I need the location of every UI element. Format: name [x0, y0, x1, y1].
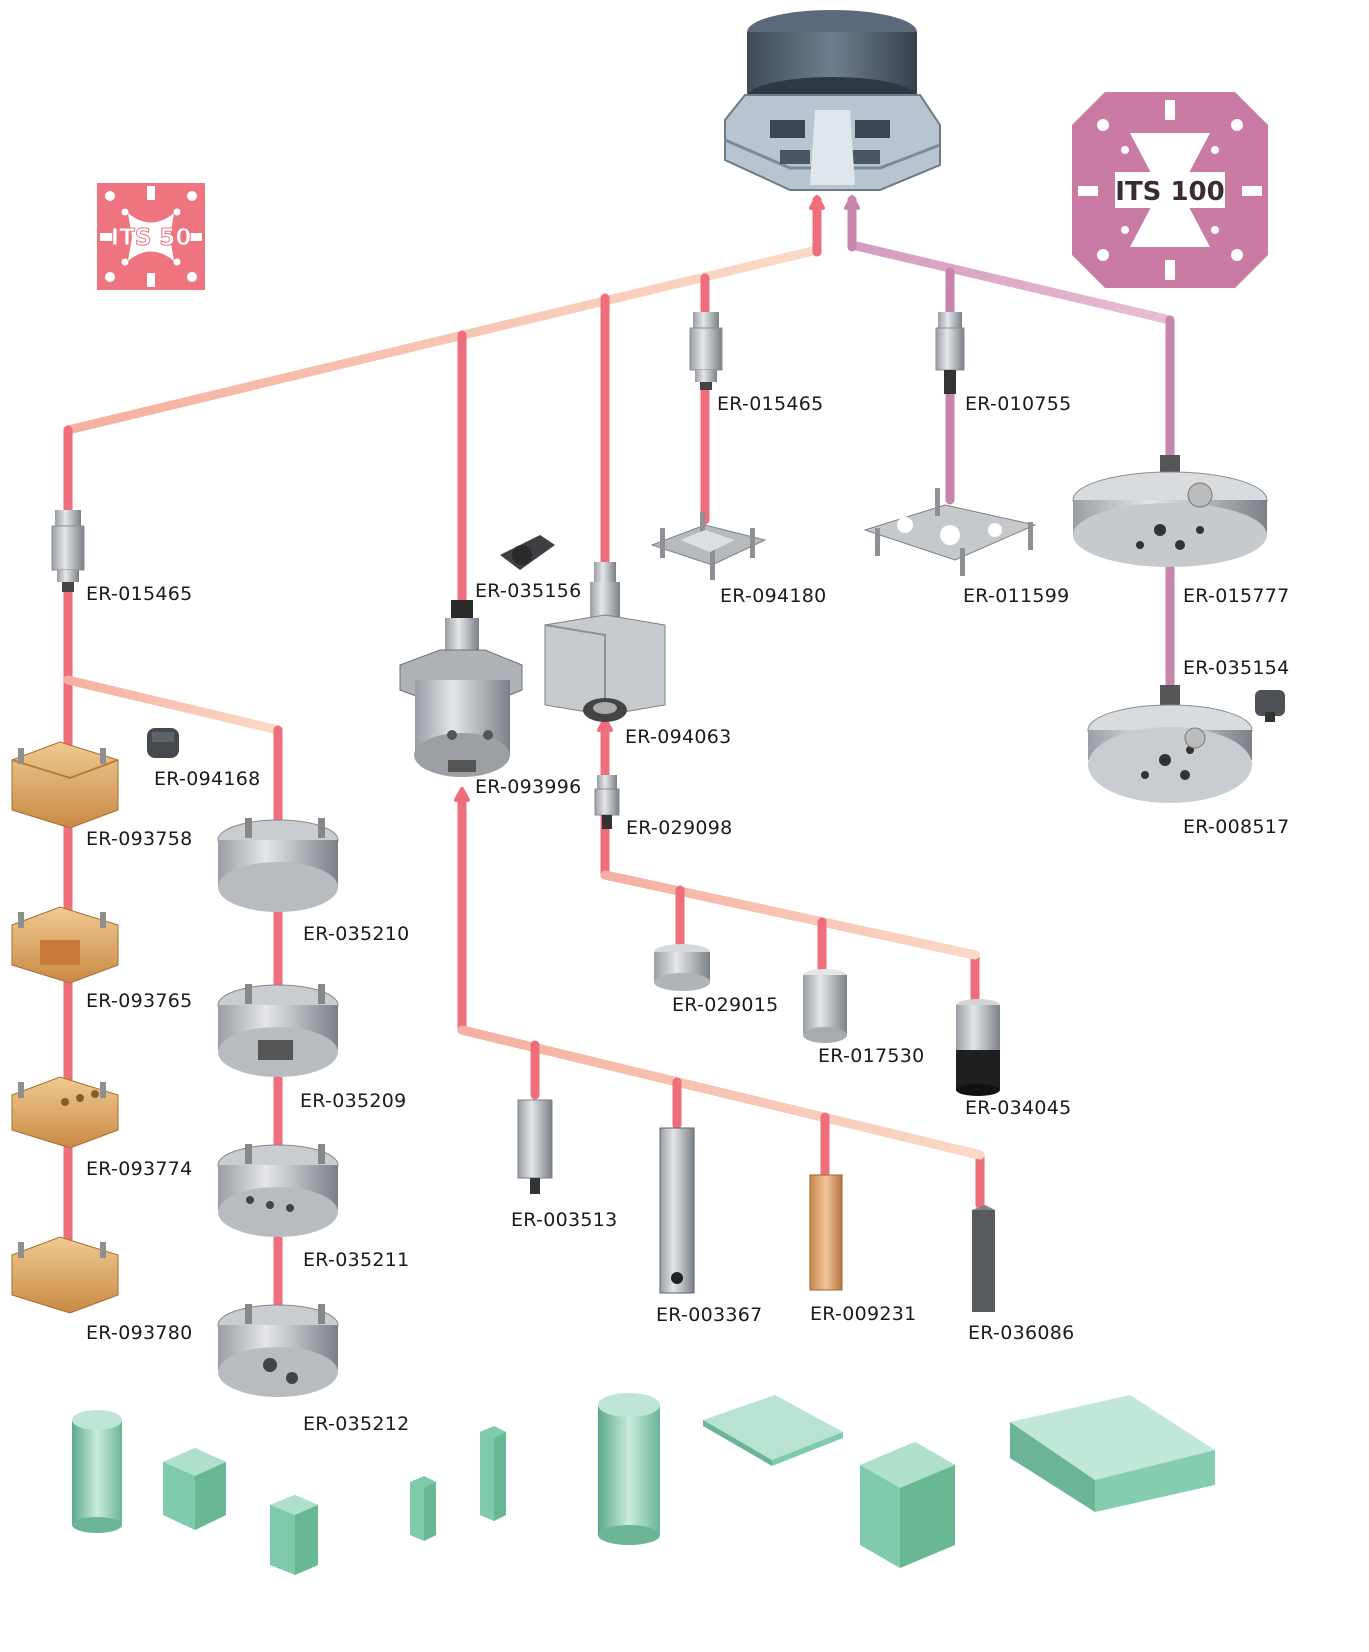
label-er015465-left: ER-015465 — [86, 583, 193, 605]
label-er034045: ER-034045 — [965, 1097, 1072, 1119]
electrode-holder-icon-034045 — [956, 999, 1000, 1096]
label-er035154: ER-035154 — [1183, 657, 1290, 679]
workpiece-blocks — [72, 1393, 1215, 1575]
label-er029015: ER-029015 — [672, 994, 779, 1016]
workpiece-block-icon-7 — [703, 1395, 843, 1466]
adapter-icon-094063 — [544, 562, 666, 722]
label-er094180: ER-094180 — [720, 585, 827, 607]
label-er094063: ER-094063 — [625, 726, 732, 748]
workpiece-block-icon-6 — [598, 1393, 660, 1545]
label-er035212: ER-035212 — [303, 1413, 410, 1435]
label-er010755: ER-010755 — [965, 393, 1072, 415]
its100-label: ITS 100 — [1115, 177, 1224, 207]
pallet-icon-011599 — [863, 488, 1037, 576]
electrode-holder-icon-093780 — [11, 1236, 119, 1314]
label-er093780: ER-093780 — [86, 1322, 193, 1344]
adapter-icon-015777 — [1072, 455, 1268, 567]
its100-badge: ITS 100 — [1072, 92, 1268, 288]
electrode-holder-icon-093774 — [11, 1076, 119, 1149]
label-er009231: ER-009231 — [810, 1303, 917, 1325]
adapter-icon-008517 — [1087, 685, 1253, 803]
electrode-holder-icon-top — [689, 312, 723, 390]
label-er029098: ER-029098 — [626, 817, 733, 839]
workpiece-block-icon-8 — [860, 1442, 955, 1568]
label-er094168: ER-094168 — [154, 768, 261, 790]
workpiece-block-icon-5 — [480, 1426, 506, 1521]
electrode-icon-009231 — [809, 1174, 843, 1291]
electrode-holder-icon-093758 — [11, 741, 119, 829]
adapter-icon-035209 — [217, 984, 339, 1077]
label-er011599: ER-011599 — [963, 585, 1070, 607]
workpiece-block-icon-9 — [1010, 1395, 1215, 1512]
electrode-holder-icon-left — [51, 510, 85, 592]
line-peach-lower — [457, 1025, 985, 1160]
adapter-icon-035210 — [217, 818, 339, 912]
pallet-icon-094180 — [650, 512, 767, 580]
electrode-holder-icon-029098 — [594, 775, 620, 829]
part-labels: ER-015465 ER-010755 ER-015465 ER-035156 … — [86, 393, 1290, 1435]
electrode-icon-003513 — [517, 1099, 553, 1194]
label-er008517: ER-008517 — [1183, 816, 1290, 838]
electrode-holder-icon-017530 — [803, 969, 847, 1043]
arrow-up-chuck-left — [809, 195, 825, 210]
label-er015777: ER-015777 — [1183, 585, 1290, 607]
workpiece-block-icon-2 — [163, 1448, 226, 1530]
label-er093765: ER-093765 — [86, 990, 193, 1012]
electrode-icon-003367 — [659, 1127, 695, 1294]
pneumatic-chuck-icon — [724, 10, 941, 191]
workpiece-block-icon-1 — [72, 1410, 122, 1533]
label-er003513: ER-003513 — [511, 1209, 618, 1231]
electrode-holder-icon-010755 — [935, 312, 965, 394]
label-er035156: ER-035156 — [475, 580, 582, 602]
adapter-icon-093996 — [399, 600, 523, 777]
label-er003367: ER-003367 — [656, 1304, 763, 1326]
label-er015465-top: ER-015465 — [717, 393, 824, 415]
screw-icon-035156 — [500, 535, 555, 570]
screw-icon-094168 — [147, 728, 179, 758]
electrode-icon-036086 — [972, 1205, 995, 1312]
label-er035209: ER-035209 — [300, 1090, 407, 1112]
workpiece-block-icon-4 — [410, 1476, 436, 1541]
label-er035211: ER-035211 — [303, 1249, 410, 1271]
label-er036086: ER-036086 — [968, 1322, 1075, 1344]
its50-badge: ITS 50 — [97, 183, 205, 290]
label-er093758: ER-093758 — [86, 828, 193, 850]
arrow-up-093996 — [454, 787, 470, 802]
screw-icon-035154 — [1255, 690, 1285, 722]
label-er035210: ER-035210 — [303, 923, 410, 945]
adapter-icon-035211 — [217, 1144, 339, 1237]
label-er093774: ER-093774 — [86, 1158, 193, 1180]
electrode-holder-icon-029015 — [654, 944, 710, 991]
adapter-icon-035212 — [217, 1304, 339, 1397]
electrode-holder-icon-093765 — [11, 906, 119, 984]
label-er017530: ER-017530 — [818, 1045, 925, 1067]
label-er093996: ER-093996 — [475, 776, 582, 798]
workpiece-block-icon-3 — [270, 1495, 318, 1575]
arrow-up-chuck-right — [844, 195, 860, 210]
its50-label: ITS 50 — [111, 225, 192, 251]
line-peach-029 — [600, 870, 980, 960]
